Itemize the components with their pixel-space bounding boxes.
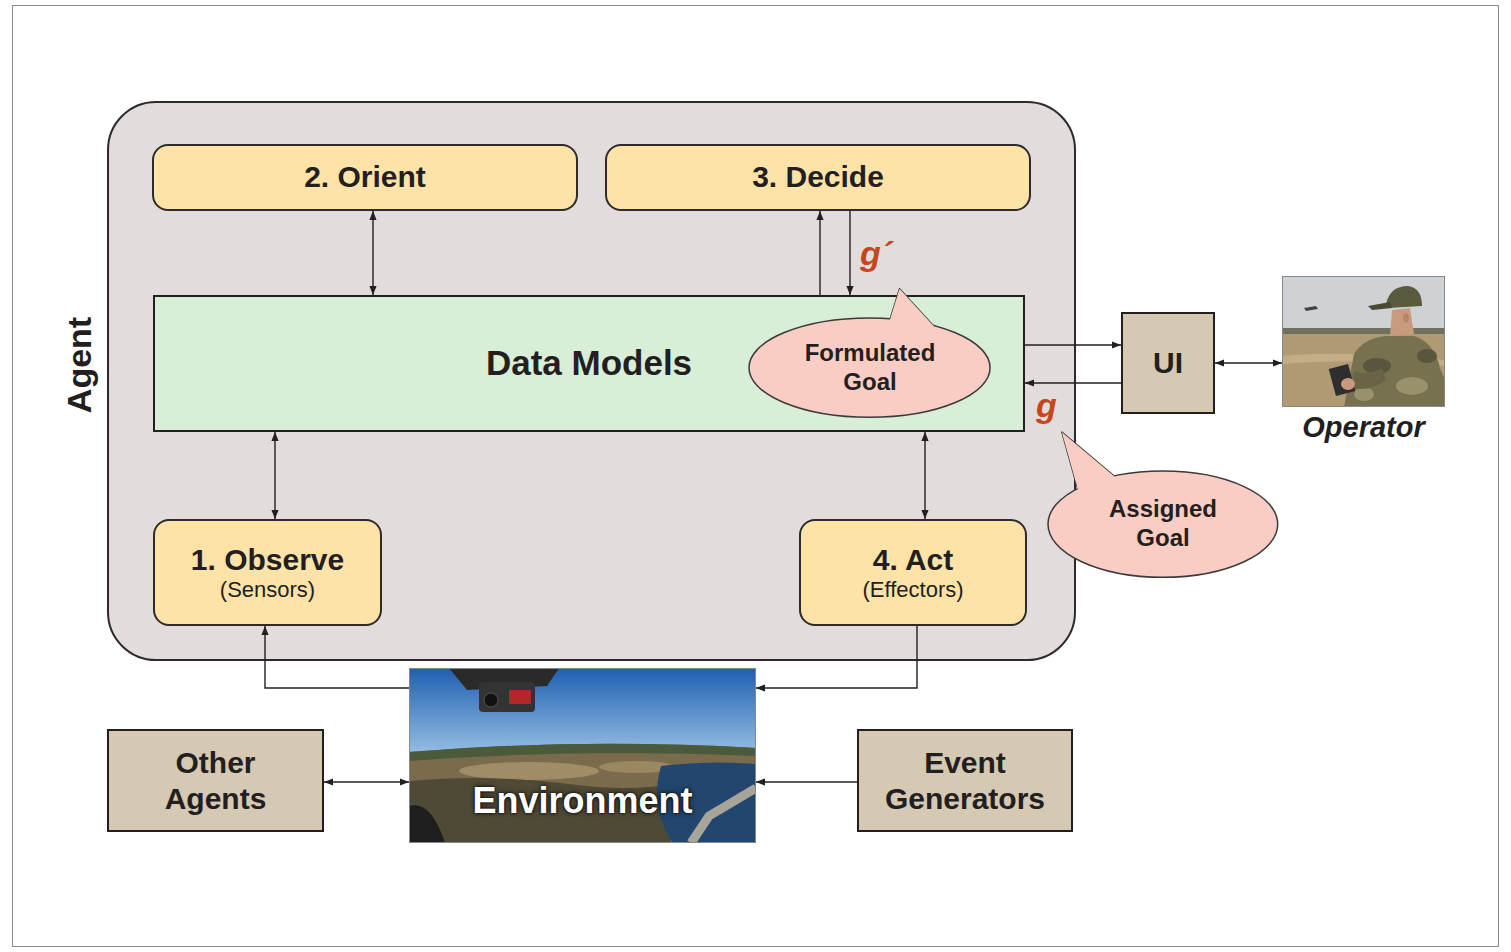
connector [1215,362,1282,363]
photo-caption: Environment [472,780,692,821]
soldier-ear [1403,313,1409,323]
soldier-arm [1352,368,1386,389]
agent-outline [108,102,1075,660]
callout-tail-join [1062,432,1116,491]
camera-body [479,682,535,712]
goal-symbol: g [1034,388,1059,422]
store-label: Data Models [486,343,692,383]
connector [849,211,850,295]
camo-patch [1396,377,1428,395]
connector [324,781,409,782]
step-label: 2. Orient [304,160,426,195]
process-box: 4. Act(Effectors) [799,519,1027,626]
goal-symbol: g´ [858,236,894,270]
soldier-body [1344,336,1445,407]
step-subtitle: (Sensors) [220,577,315,602]
drone [1304,306,1318,311]
connector [1025,382,1121,383]
photo-content [1282,276,1445,407]
process-box: 1. Observe(Sensors) [153,519,382,626]
container-label: Agent [60,317,99,413]
agent-container: Agent2. Orient3. DecideData ModelsFormul… [108,102,1075,660]
connector [372,211,373,295]
soldier-face [1390,308,1414,336]
handheld-device [1329,364,1356,396]
soldier-cap [1386,286,1422,308]
box-label: Other Agents [126,745,306,817]
connector [756,781,857,782]
camo-patch [1417,349,1437,363]
environment-photo [409,668,756,843]
interface-label: UI [1153,346,1183,381]
connector [1025,344,1121,345]
callout-text: Formulated Goal [787,339,952,397]
agent-fill-layer [108,102,1075,660]
photo-caption: Operator [1302,411,1424,444]
camera-panel [509,690,531,704]
connector [756,626,917,688]
field [459,762,599,780]
figure-frame [13,6,1499,947]
callout-ellipse: Assigned Goal [1047,470,1279,578]
interface-box: UI [1121,312,1215,414]
field [1282,334,1445,407]
cap-brim [1368,302,1392,310]
road [691,788,756,843]
callout-text: Assigned Goal [1080,495,1245,553]
photo-border [410,669,756,843]
environment-photo-node: Environment [409,668,756,843]
process-box: 3. Decide [605,144,1031,211]
sky [409,668,756,768]
callout-ellipse: Formulated Goal [748,317,991,418]
connector [924,432,925,519]
step-label: 4. Act [873,543,954,578]
camo-patch [1354,387,1374,401]
step-label: 1. Observe [191,543,344,578]
photo-content [409,668,756,843]
operator-photo [1282,276,1445,407]
tree-line [409,744,756,761]
land [409,744,756,843]
connector [274,432,275,519]
external-box: Other Agents [107,729,324,832]
step-label: 3. Decide [752,160,884,195]
data-store-box: Data Models Formulated Goal [153,295,1025,432]
operator-photo-node: Operator [1282,276,1445,407]
rotor-blur [409,805,445,843]
box-label: Event Generators [875,745,1055,817]
photo-border [1283,277,1445,407]
sky [1282,276,1445,407]
process-box: 2. Orient [152,144,578,211]
callout-ellipse-outline [749,318,990,417]
soldier-hand [1341,378,1355,390]
connector [265,626,409,688]
callout-tail-join [890,289,936,329]
connector [819,211,820,295]
step-subtitle: (Effectors) [862,577,963,602]
camera-lens [484,693,498,707]
external-box: Event Generators [857,729,1073,832]
